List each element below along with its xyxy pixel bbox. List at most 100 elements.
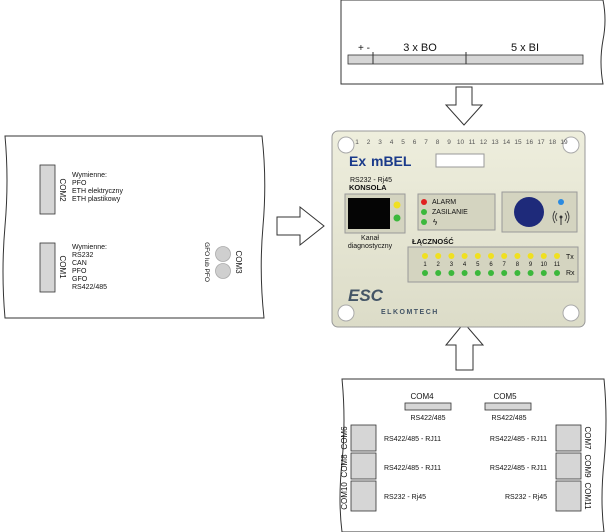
left-panel: COM2 COM1 Wymienne: PFO ETH elektryczny …	[2, 135, 266, 319]
com3-connector-b	[215, 263, 231, 279]
console-port	[348, 198, 390, 229]
terminal-number: 1	[355, 139, 359, 146]
zasilanie-label: ZASILANIE	[432, 209, 468, 216]
rx-led	[422, 270, 428, 276]
kanal-label: Kanał	[361, 235, 379, 242]
channel-number: 8	[516, 262, 520, 268]
channel-number: 4	[463, 262, 467, 268]
tx-led	[527, 253, 534, 259]
com2-option-2: ETH elektryczny	[72, 188, 123, 195]
alarm-led	[421, 199, 427, 205]
com1-option-5: RS422/485	[72, 284, 107, 291]
bo-label: 3 x BO	[403, 42, 437, 54]
terminal-number: 18	[549, 139, 557, 146]
terminal-number: 14	[503, 139, 511, 146]
com6-port	[350, 424, 377, 452]
terminal-number: 5	[401, 139, 405, 146]
terminal-number: 3	[378, 139, 382, 146]
tx-led	[422, 253, 428, 259]
lacznosc-label: ŁĄCZNOŚĆ	[412, 237, 454, 246]
rx-led	[461, 270, 468, 276]
com11-label: COM11	[583, 483, 592, 511]
tx-led	[448, 253, 455, 259]
rx-led	[488, 270, 494, 276]
communication-panel	[407, 246, 579, 283]
elkomtech-logo-icon: ESC	[348, 286, 384, 305]
com9-type: RS422/485 - RJ11	[490, 465, 547, 472]
rx-led	[540, 270, 547, 276]
rx-led	[474, 270, 481, 276]
com9-port	[555, 452, 582, 480]
power-led	[421, 209, 427, 215]
terminal-number: 15	[514, 139, 522, 146]
control-knob	[514, 197, 544, 227]
rx-led	[448, 270, 455, 276]
com1-label: COM1	[58, 255, 67, 279]
wireless-icon	[552, 210, 570, 225]
com1-option-2: CAN	[72, 260, 87, 267]
com1-option-0: Wymienne:	[72, 244, 107, 251]
console-led-green	[393, 214, 401, 222]
tx-led	[554, 253, 560, 259]
com6-label: COM6	[340, 426, 349, 450]
com6-type: RS422/485 - RJ11	[384, 436, 441, 443]
konsola-label: KONSOLA	[349, 183, 387, 192]
channel-number: 10	[540, 262, 547, 268]
tx-led	[474, 253, 481, 259]
wireless-led	[558, 199, 564, 205]
bottom-panel: COM4 COM5 RS422/485 RS422/485 COM6 COM8 …	[339, 378, 607, 532]
com5-label: COM5	[493, 392, 517, 401]
com2-label: COM2	[58, 178, 67, 202]
tx-led	[488, 253, 494, 259]
com11-type: RS232 - Rj45	[505, 494, 547, 501]
status-panel	[417, 193, 496, 231]
terminal-number: 13	[491, 139, 499, 146]
com4-port	[404, 402, 452, 411]
channel-number: 6	[489, 262, 493, 268]
terminal-number: 16	[526, 139, 534, 146]
com11-port	[555, 480, 582, 512]
lightning-icon: ϟ	[433, 218, 438, 227]
terminal-number: 19	[560, 139, 568, 146]
terminal-number: 2	[367, 139, 371, 146]
com1-port	[39, 242, 56, 293]
channel-number: 9	[529, 262, 533, 268]
label-plate	[435, 153, 485, 168]
brand-mbel: mBEL	[371, 153, 412, 169]
top-panel: + - 3 x BO 5 x BI	[340, 0, 606, 85]
console-led-yellow	[393, 201, 401, 209]
com4-label: COM4	[410, 392, 434, 401]
com2-option-0: Wymienne:	[72, 172, 107, 179]
terminal-number: 8	[436, 139, 440, 146]
bi-label: 5 x BI	[511, 42, 539, 54]
power-terminal-label: + -	[358, 43, 370, 54]
arrow-left	[276, 205, 325, 247]
svg-text:ESC: ESC	[348, 286, 384, 305]
terminal-number: 12	[480, 139, 488, 146]
mounting-hole-bl	[337, 304, 355, 322]
com5-type: RS422/485	[491, 415, 526, 422]
diagnostyczny-label: diagnostyczny	[348, 243, 393, 250]
terminal-number: 4	[390, 139, 394, 146]
com1-option-3: PFO	[72, 268, 87, 275]
tx-label: Tx	[566, 254, 574, 261]
arrow-top	[444, 86, 484, 126]
terminal-number: 17	[537, 139, 545, 146]
mounting-hole-tr	[562, 136, 580, 154]
com7-type: RS422/485 - RJ11	[490, 436, 547, 443]
com8-port	[350, 452, 377, 480]
mounting-hole-tl	[337, 136, 355, 154]
tx-led	[501, 253, 508, 259]
rx-led	[501, 270, 508, 276]
com1-option-4: GFO	[72, 276, 88, 283]
tx-led	[540, 253, 547, 259]
com10-type: RS232 - Rj45	[384, 494, 426, 501]
channel-number: 2	[437, 262, 441, 268]
com3-connector-a	[215, 246, 231, 262]
rs232-label: RS232 - Rj45	[350, 177, 392, 184]
com7-label: COM7	[583, 426, 592, 450]
terminal-number: 7	[424, 139, 428, 146]
rx-led	[435, 270, 442, 276]
